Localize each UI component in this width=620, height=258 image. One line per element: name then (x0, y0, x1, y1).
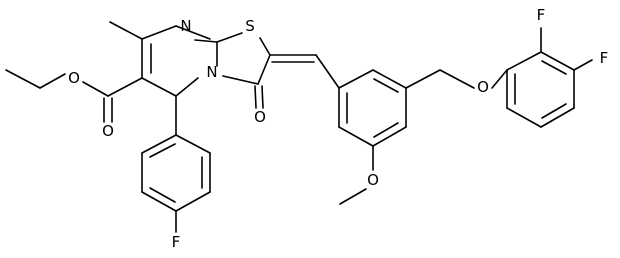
bond (175, 134, 211, 154)
atom-f-ortho: F (537, 6, 546, 24)
bond (573, 59, 593, 71)
bond (372, 126, 407, 147)
bond (506, 107, 542, 128)
bond (141, 77, 177, 97)
atom-f-para: F (600, 49, 609, 67)
bond (339, 188, 367, 205)
atom-n-pyrimidine: N (180, 17, 191, 35)
bond (39, 73, 66, 89)
bond (175, 191, 211, 212)
bond (175, 77, 199, 97)
atom-label-layer: N N S O O O O O F F F (68, 6, 608, 251)
bond (439, 69, 475, 89)
bond (141, 134, 177, 154)
bond (540, 107, 575, 128)
bond (491, 69, 508, 89)
bond (254, 85, 257, 109)
atom-n-bridge: N (206, 63, 217, 81)
atom-o-ester-double: O (102, 122, 114, 140)
bond (259, 37, 271, 56)
bond (194, 39, 218, 43)
atom-o-ester-single: O (68, 69, 80, 87)
atom-s-thiazole: S (245, 17, 255, 35)
bond (222, 75, 259, 85)
atom-o-carbonyl: O (254, 108, 266, 126)
bond (373, 122, 399, 138)
bond (540, 51, 575, 71)
bond (149, 187, 176, 203)
bond (257, 54, 271, 85)
bond (373, 78, 399, 93)
bond (216, 32, 243, 43)
atom-o-methoxy: O (367, 171, 379, 189)
bond (149, 143, 176, 158)
bond (541, 60, 567, 75)
bond (175, 25, 211, 40)
bond (5, 69, 41, 89)
bond (372, 69, 407, 89)
bond (315, 54, 340, 89)
bond (541, 103, 567, 119)
bond-layer (5, 21, 593, 233)
bond (109, 21, 143, 40)
atom-f-fluorophenyl: F (172, 233, 181, 251)
bond (506, 51, 542, 71)
bond (107, 77, 143, 97)
bond (338, 69, 374, 89)
bond (141, 25, 177, 40)
bond (261, 85, 264, 109)
atom-o-ether: O (477, 78, 489, 96)
bond (405, 69, 441, 89)
bond (82, 81, 109, 97)
bond (141, 191, 177, 212)
bond (338, 126, 374, 147)
